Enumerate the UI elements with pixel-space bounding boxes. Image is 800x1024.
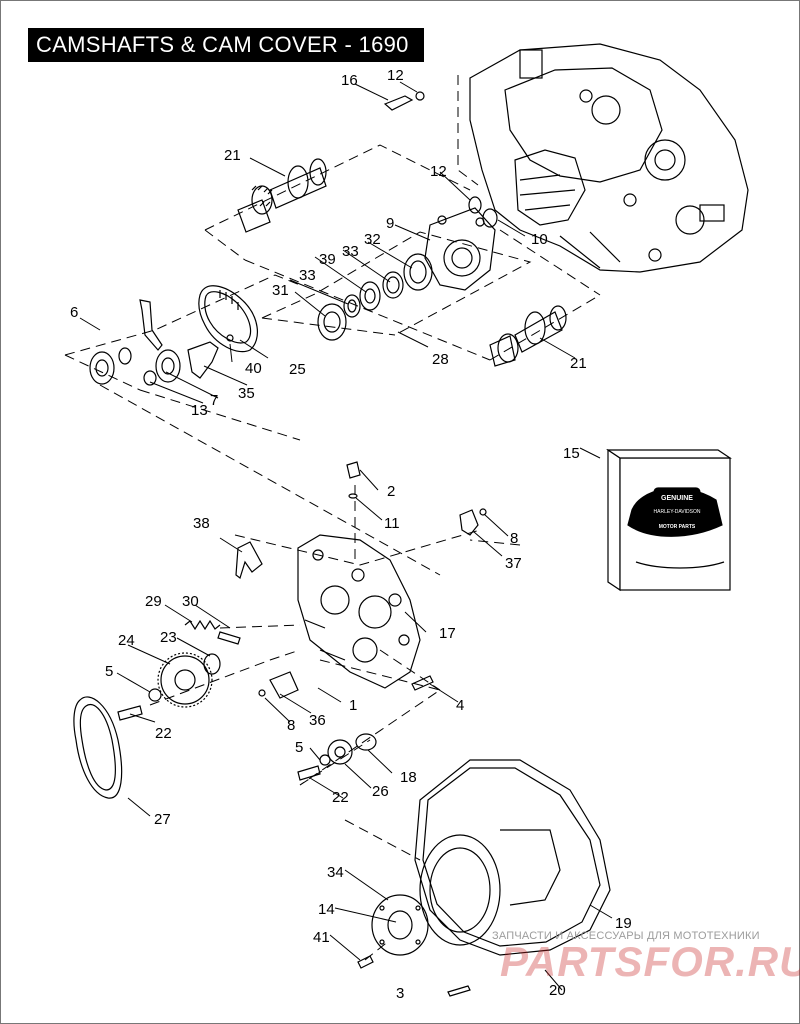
part-2-plug [346, 461, 361, 479]
part-21-camshaft-lower [489, 305, 567, 367]
part-24-gear [157, 652, 213, 708]
part-8-o-ring-lower [258, 689, 266, 697]
part-41-screw [357, 955, 374, 969]
parts-34-14-timer-cover [371, 894, 429, 956]
callout-29: 29 [145, 593, 162, 610]
callout-23: 23 [160, 629, 177, 646]
callout-30: 30 [182, 593, 199, 610]
callout-26: 26 [372, 783, 389, 800]
callout-38: 38 [193, 515, 210, 532]
genuine-parts-box [606, 448, 732, 592]
part-9-cam-support-plate [424, 207, 496, 291]
callout-1: 1 [349, 697, 357, 714]
part-36-sensor [269, 671, 299, 699]
box-logo-center-text: HARLEY-DAVIDSON [654, 509, 701, 515]
callout-8-right: 8 [510, 530, 518, 547]
callout-40: 40 [245, 360, 262, 377]
callout-5-lower: 5 [295, 739, 303, 756]
callout-11: 11 [384, 515, 400, 532]
box-logo-bottom-text: MOTOR PARTS [659, 524, 696, 530]
part-3-screw [447, 985, 471, 997]
callout-7: 7 [210, 392, 218, 409]
callout-28: 28 [432, 351, 449, 368]
parts-29-30-spring-plunger [184, 619, 241, 645]
callout-16: 16 [341, 72, 358, 89]
callout-24: 24 [118, 632, 135, 649]
dashed-guide-lines [64, 75, 601, 961]
callout-18: 18 [400, 769, 417, 786]
callout-25: 25 [289, 361, 306, 378]
callout-14: 14 [318, 901, 335, 918]
part-17-cam-support-assembly [297, 534, 421, 689]
part-31-bearing [317, 303, 347, 341]
part-12-o-ring [468, 196, 482, 214]
callout-20: 20 [549, 982, 566, 999]
callout-21-top: 21 [224, 147, 241, 164]
part-16-locating-pin [383, 91, 425, 111]
part-11-o-ring [348, 493, 358, 499]
callout-6: 6 [70, 304, 78, 321]
part-27-oil-pump-chain [73, 696, 123, 799]
part-5-washer-upper [148, 688, 162, 702]
callout-35: 35 [238, 385, 255, 402]
callout-17: 17 [439, 625, 456, 642]
callout-numbers: 16 12 12 21 10 9 32 33 39 33 31 28 21 25… [70, 67, 632, 1002]
callout-36: 36 [309, 712, 326, 729]
callout-37: 37 [505, 555, 522, 572]
part-22-bolt-upper [117, 705, 143, 721]
callout-41: 41 [313, 929, 330, 946]
callout-5-upper: 5 [105, 663, 113, 680]
crankcase-illustration [469, 43, 749, 273]
callout-3: 3 [396, 985, 404, 1002]
watermark-tagline: ЗАПЧАСТИ И АКСЕССУАРЫ ДЛЯ МОТОТЕХНИКИ [492, 930, 760, 942]
part-4-screw [411, 675, 434, 691]
parts-32-39-33-bearings [343, 253, 433, 318]
part-23-washer [203, 653, 221, 675]
box-logo-top-text: GENUINE [661, 495, 693, 502]
callout-8-lower: 8 [287, 717, 295, 734]
watermark-logo: PARTSFOR.RU [500, 938, 800, 985]
callout-12-mid: 12 [430, 163, 447, 180]
parts-19-20-cam-cover-and-gasket [414, 759, 611, 956]
callout-22-upper: 22 [155, 725, 172, 742]
callout-15: 15 [563, 445, 580, 462]
callout-31: 31 [272, 282, 289, 299]
callout-4: 4 [456, 697, 464, 714]
part-10-o-ring [482, 208, 498, 228]
callout-leader-lines [79, 81, 613, 991]
parts-26-18-lower-gears [297, 733, 377, 781]
part-37-sensor [459, 508, 487, 536]
callout-12-top: 12 [387, 67, 404, 84]
callout-32: 32 [364, 231, 381, 248]
callout-2: 2 [387, 483, 395, 500]
callout-21-bottom: 21 [570, 355, 587, 372]
callout-27: 27 [154, 811, 171, 828]
callout-22-lower: 22 [332, 789, 349, 806]
callout-39: 39 [319, 251, 336, 268]
chain-guide-parts [89, 299, 234, 386]
part-25-cam-chain [198, 285, 258, 353]
part-38-bracket [235, 541, 263, 579]
callout-13: 13 [191, 402, 208, 419]
callout-9: 9 [386, 215, 394, 232]
callout-34: 34 [327, 864, 344, 881]
callout-33-upper: 33 [342, 243, 359, 260]
part-21-camshaft-upper [237, 158, 327, 233]
callout-19: 19 [615, 915, 632, 932]
callout-10: 10 [531, 231, 548, 248]
diagram-title: CAMSHAFTS & CAM COVER - 1690 [28, 28, 424, 62]
callout-33-lower: 33 [299, 267, 316, 284]
